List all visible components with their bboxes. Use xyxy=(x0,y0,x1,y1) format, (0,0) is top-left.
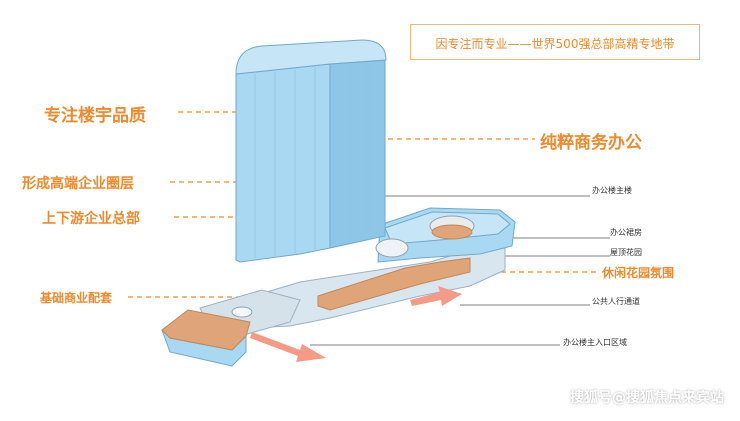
label-chain: 上下游企业总部 xyxy=(42,211,140,227)
label-commerce: 基础商业配套 xyxy=(40,291,113,305)
label-roof-garden: 屋顶花园 xyxy=(610,248,642,257)
flow-arrow-left xyxy=(250,332,326,362)
tagline: 因专注而专业——世界500强总部高精专地带 xyxy=(435,37,675,51)
label-public-walk: 公共人行通道 xyxy=(592,297,640,306)
flow-arrow-right xyxy=(410,286,462,306)
label-pure-office: 纯粹商务办公 xyxy=(540,133,642,153)
label-entry: 办公楼主入口区域 xyxy=(563,338,627,347)
watermark: 搜狐号@搜狐焦点来宾站 xyxy=(570,390,724,406)
label-leisure: 休闲花园氛围 xyxy=(602,266,675,280)
label-circle: 形成高端企业圈层 xyxy=(22,176,134,192)
tower-roof xyxy=(235,39,387,75)
label-main-tower: 办公楼主楼 xyxy=(592,186,632,195)
tower-front-face xyxy=(235,63,331,263)
label-quality: 专注楼宇品质 xyxy=(44,106,146,126)
tagline-box: 因专注而专业——世界500强总部高精专地带 xyxy=(410,24,700,60)
commerce-slab-top xyxy=(161,309,251,351)
roof-garden-wood xyxy=(431,224,473,240)
skylight-left xyxy=(231,306,253,318)
label-podium: 办公裙房 xyxy=(610,228,642,237)
wood-walkway xyxy=(317,257,471,311)
tower-side-face xyxy=(329,59,386,249)
podium-skylight xyxy=(375,238,409,258)
